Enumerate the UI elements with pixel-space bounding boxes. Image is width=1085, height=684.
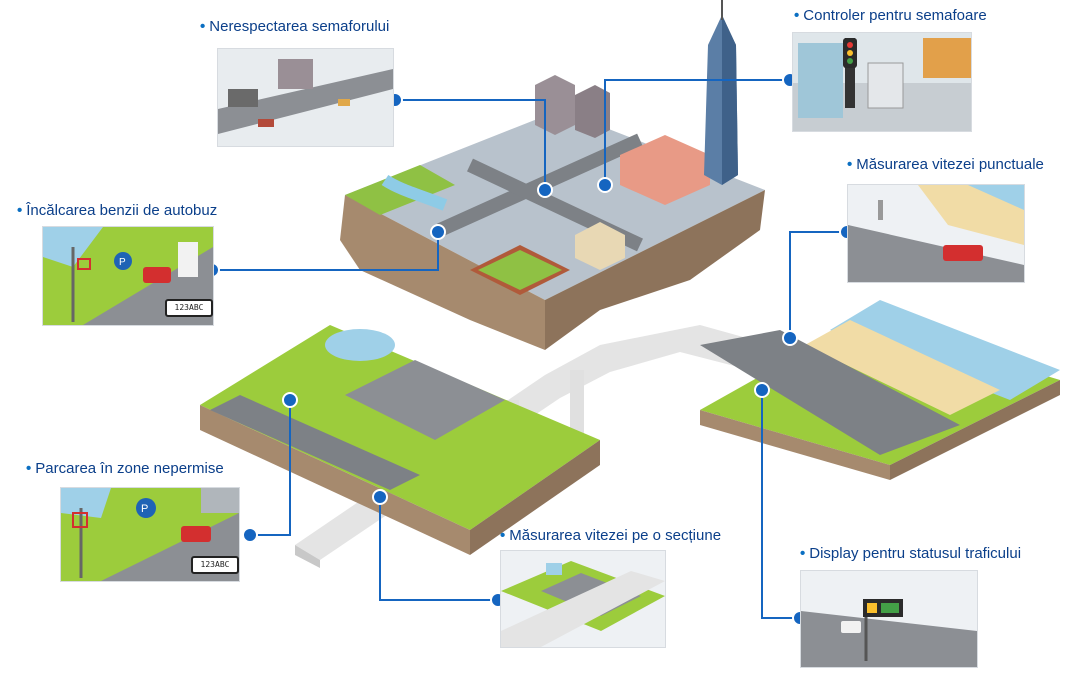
svg-text:P: P [141, 503, 148, 515]
connector-bus-lane [212, 232, 439, 271]
label-section-speed: •Măsurarea vitezei pe o secțiune [500, 527, 722, 544]
marker-controller-site [597, 177, 613, 193]
thumb-illegal-parking: P 123ABC [60, 487, 240, 582]
label-traffic-display: •Display pentru statusul traficului [800, 545, 1022, 562]
marker-bus-lane-site [430, 224, 446, 240]
thumb-section-speed [500, 550, 666, 648]
marker-illegal-parking [242, 527, 258, 543]
connector-spot-speed [789, 231, 847, 338]
connector-illegal-parking [250, 400, 291, 536]
connector-red-light [395, 99, 546, 190]
label-spot-speed: •Măsurarea vitezei punctuale [847, 156, 1044, 173]
connector-section-speed [379, 497, 498, 601]
label-bus-lane: •Încălcarea benzii de autobuz [17, 202, 218, 219]
thumb-traffic-display [800, 570, 978, 668]
marker-spot-speed-site [782, 330, 798, 346]
label-illegal-parking: •Parcarea în zone nepermise [26, 460, 224, 477]
illegal-parking-plate: 123ABC [191, 556, 239, 574]
marker-traffic-display-site [754, 382, 770, 398]
label-red-light: •Nerespectarea semaforului [200, 18, 390, 35]
thumb-bus-lane: P 123ABC [42, 226, 214, 326]
connector-traffic-display [761, 390, 800, 619]
thumb-controller [792, 32, 972, 132]
marker-section-speed-site [372, 489, 388, 505]
svg-text:P: P [119, 257, 126, 268]
label-controller: •Controler pentru semafoare [794, 7, 987, 24]
parking-sign-icon [114, 252, 132, 270]
thumb-spot-speed [847, 184, 1025, 283]
thumb-red-light [217, 48, 394, 147]
marker-red-light-site [537, 182, 553, 198]
parking-island [200, 325, 600, 555]
connector-lines [212, 79, 847, 619]
beach-island [700, 300, 1060, 480]
marker-illegal-parking-site [282, 392, 298, 408]
city-island [340, 0, 765, 350]
bus-lane-plate: 123ABC [165, 299, 213, 317]
connector-controller [604, 79, 790, 185]
